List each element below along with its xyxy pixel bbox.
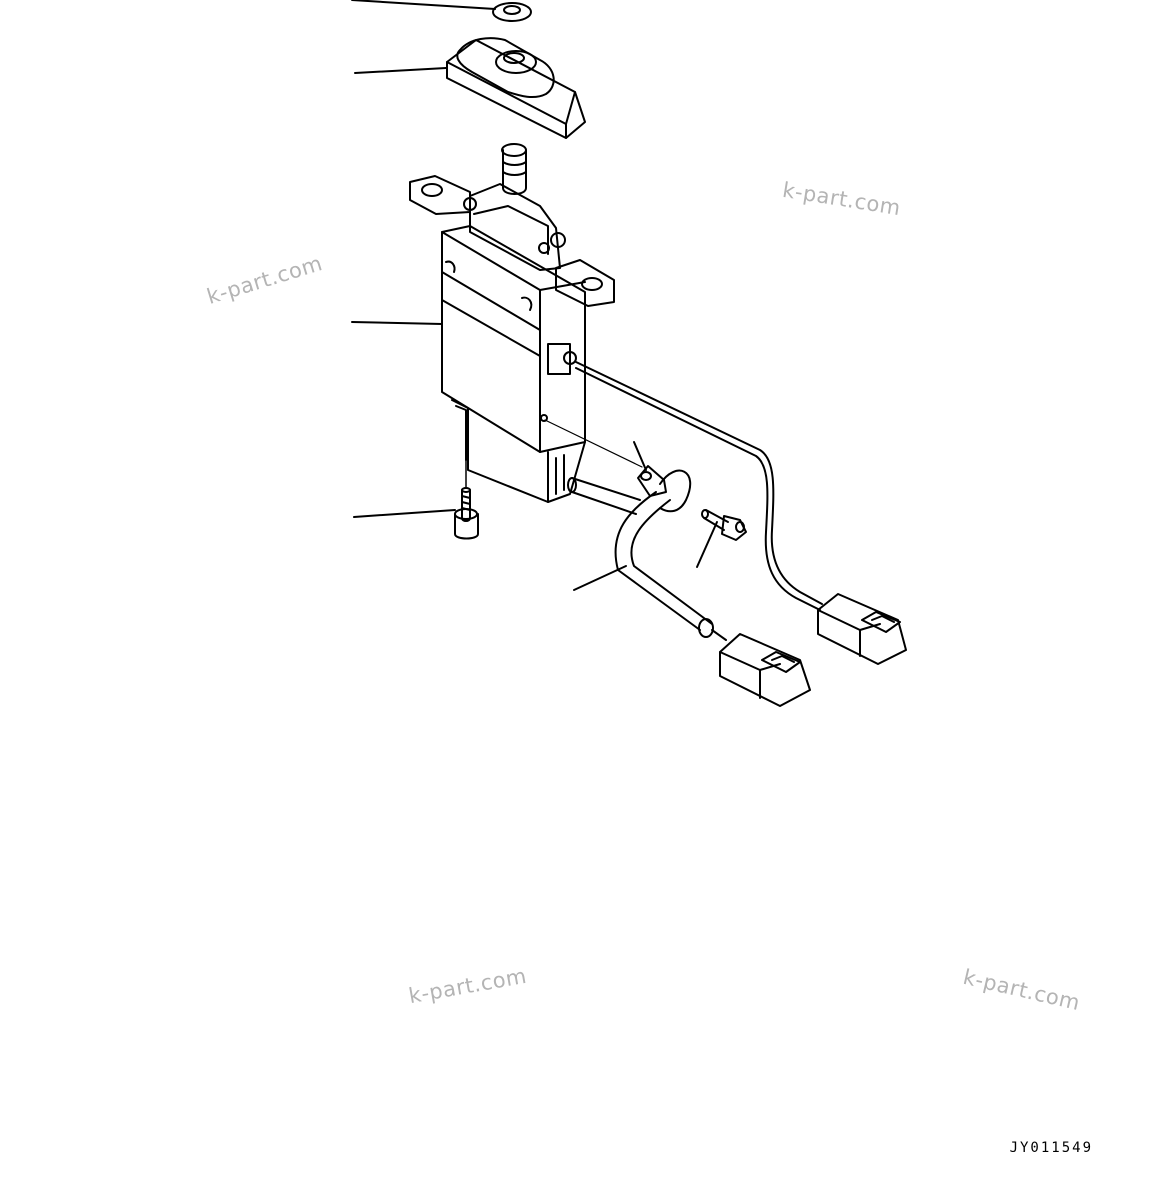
wiring-harness-clamp — [637, 465, 692, 513]
leader-lines — [351, 0, 718, 591]
switch-cover-knob — [446, 37, 586, 139]
switch-cable — [575, 361, 823, 611]
lever-switch-body — [409, 143, 641, 515]
connector-a — [719, 633, 811, 707]
washer — [492, 2, 532, 22]
clamp-bolt — [701, 509, 747, 541]
mounting-bolt — [454, 419, 479, 540]
connector-b — [817, 593, 907, 665]
wiring-harness — [614, 491, 727, 641]
drawing-code: JY011549 — [1009, 1140, 1093, 1156]
